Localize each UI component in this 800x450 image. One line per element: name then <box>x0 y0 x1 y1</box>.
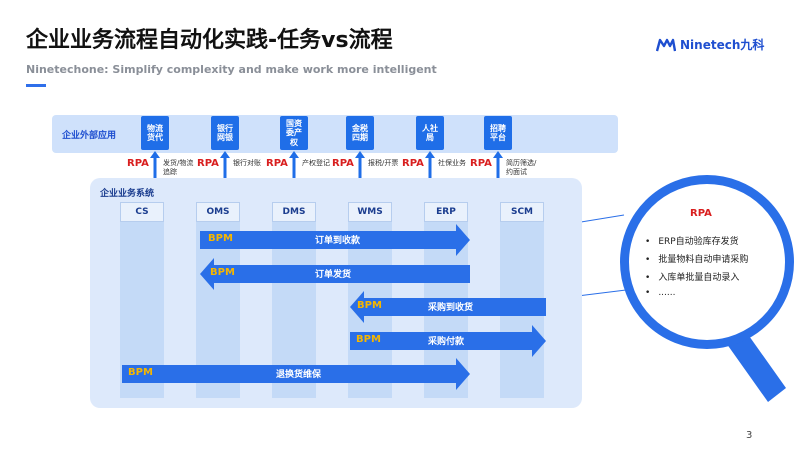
bpm-tag: BPM <box>356 334 381 345</box>
rpa-panel-item: • ERP自动验库存发货 <box>645 234 739 247</box>
bpm-flow-label: 订单到收款 <box>315 236 361 246</box>
rpa-note: 发货/物流追踪 <box>163 159 193 177</box>
system-column-header: SCM <box>500 202 544 222</box>
external-app-label: 权 <box>290 137 298 147</box>
bpm-flow-arrow <box>350 325 546 357</box>
external-app-label: 网银 <box>217 133 233 142</box>
external-app-box: 招聘平台 <box>484 116 512 150</box>
bpm-tag: BPM <box>357 300 382 311</box>
rpa-note: 报税/开票 <box>368 159 398 168</box>
external-app-label: 国资 <box>286 118 302 128</box>
external-app-label: 招聘 <box>490 123 506 133</box>
brand-logo: Ninetech九科 <box>656 36 764 53</box>
rpa-note: 社保业务 <box>438 159 466 168</box>
bullet-icon: • <box>645 288 651 298</box>
business-system-label: 企业业务系统 <box>100 189 155 199</box>
external-apps-label: 企业外部应用 <box>62 131 117 141</box>
ninetech-logo-icon <box>656 38 676 51</box>
system-column-header: OMS <box>196 202 240 222</box>
rpa-tag: RPA <box>127 158 149 169</box>
bullet-icon: • <box>645 273 651 283</box>
logo-text: Ninetech九科 <box>680 38 765 52</box>
rpa-note-line: 报税/开票 <box>368 159 399 167</box>
rpa-tag: RPA <box>470 158 492 169</box>
external-app-label: 人社 <box>422 123 438 133</box>
bullet-icon: • <box>645 255 651 265</box>
rpa-panel-item-text: ERP自动验库存发货 <box>658 237 739 247</box>
bpm-tag: BPM <box>208 233 233 244</box>
rpa-note-line: 银行对账 <box>233 159 261 167</box>
bpm-flow-arrow <box>200 258 470 290</box>
rpa-panel-item-text: 入库单批量自动录入 <box>658 273 740 283</box>
rpa-note-line: 约面试 <box>506 168 527 176</box>
bpm-flow-label: 采购付款 <box>428 337 465 347</box>
bpm-flow-arrow <box>200 224 470 256</box>
external-app-label: 平台 <box>490 133 506 142</box>
external-app-box: 物流货代 <box>141 116 169 150</box>
bpm-flow-label: 订单发货 <box>315 270 352 280</box>
bpm-tag: BPM <box>210 267 235 278</box>
bpm-flow-arrow <box>122 358 470 390</box>
external-app-label: 银行 <box>217 123 233 133</box>
rpa-note-line: 发货/物流 <box>163 159 194 167</box>
rpa-panel-item: • 批量物料自动申请采购 <box>645 252 748 265</box>
rpa-panel-item-text: 批量物料自动申请采购 <box>658 255 749 265</box>
external-app-box: 人社局 <box>416 116 444 150</box>
external-app-box: 金税四期 <box>346 116 374 150</box>
bpm-flow-label: 退换货维保 <box>276 370 322 380</box>
rpa-note-line: 社保业务 <box>438 159 466 167</box>
system-column-header: DMS <box>272 202 316 222</box>
rpa-tag: RPA <box>332 158 354 169</box>
rpa-panel-item: • 入库单批量自动录入 <box>645 270 739 283</box>
external-app-box: 银行网银 <box>211 116 239 150</box>
rpa-magnifier-circle <box>620 175 794 349</box>
rpa-panel-item: •...... <box>645 288 675 298</box>
external-app-label: 委产 <box>286 128 302 138</box>
rpa-panel-item-text: ...... <box>658 288 676 298</box>
rpa-note: 产权登记 <box>302 159 330 168</box>
system-column-header: CS <box>120 202 164 222</box>
rpa-tag: RPA <box>402 158 424 169</box>
magnifier-icon <box>724 326 786 402</box>
external-app-label: 局 <box>426 133 434 142</box>
external-app-box: 国资委产权 <box>280 116 308 150</box>
rpa-note: 简历筛选/约面试 <box>506 159 536 177</box>
bpm-tag: BPM <box>128 367 153 378</box>
rpa-tag: RPA <box>266 158 288 169</box>
rpa-note-line: 追踪 <box>163 168 177 176</box>
system-column-header: ERP <box>424 202 468 222</box>
rpa-note-line: 简历筛选/ <box>506 159 537 167</box>
bullet-icon: • <box>645 237 651 247</box>
title-accent-line <box>26 84 46 87</box>
rpa-note: 银行对账 <box>233 159 261 168</box>
page-subtitle: Ninetechone: Simplify complexity and mak… <box>26 63 437 76</box>
external-app-label: 货代 <box>147 133 163 142</box>
external-app-label: 四期 <box>352 133 368 142</box>
external-app-label: 金税 <box>352 123 368 133</box>
external-app-label: 物流 <box>147 123 163 133</box>
rpa-note-line: 产权登记 <box>302 159 330 167</box>
page-title: 企业业务流程自动化实践-任务vs流程 <box>26 28 393 53</box>
rpa-panel-title: RPA <box>690 208 712 219</box>
bpm-flow-arrow <box>350 291 546 323</box>
rpa-tag: RPA <box>197 158 219 169</box>
page-number: 3 <box>746 430 753 441</box>
bpm-flow-label: 采购到收货 <box>428 303 474 313</box>
system-column-header: WMS <box>348 202 392 222</box>
